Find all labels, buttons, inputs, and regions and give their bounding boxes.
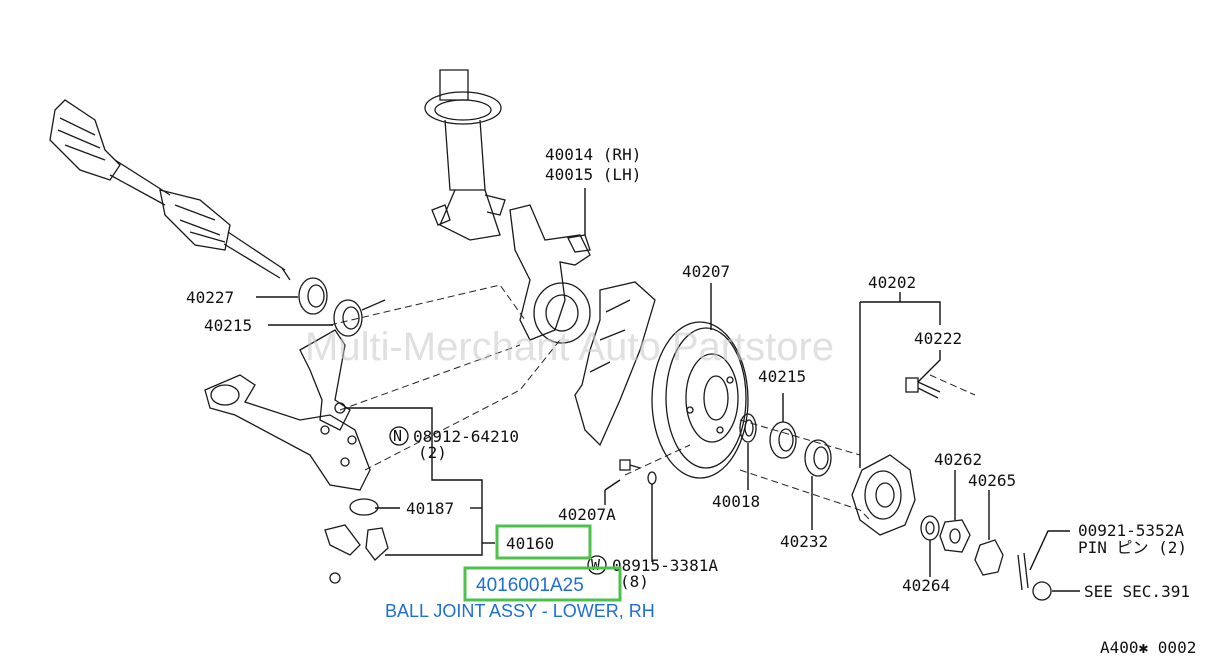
label-08912[interactable]: 08912-64210 — [413, 427, 519, 446]
sheet-code: A400✱ 0002 — [1100, 638, 1196, 657]
circled-w: W — [587, 555, 607, 575]
bearing-40215-outer — [769, 421, 797, 459]
label-40018[interactable]: 40018 — [712, 492, 760, 511]
cap-40265 — [974, 539, 1004, 576]
label-40015[interactable]: 40015 (LH) — [545, 165, 641, 184]
label-40227[interactable]: 40227 — [186, 288, 234, 307]
label-40160[interactable]: 40160 — [506, 534, 554, 553]
steering-knuckle — [509, 204, 591, 344]
bushing-sec391 — [1032, 581, 1052, 601]
wheel-hub — [851, 454, 916, 536]
label-08915[interactable]: 08915-3381A — [612, 556, 718, 575]
hub-bolt — [905, 377, 941, 399]
label-40187[interactable]: 40187 — [406, 499, 454, 518]
drive-shaft — [49, 99, 291, 281]
label-00921[interactable]: 00921-5352A — [1078, 521, 1184, 540]
splash-shield — [574, 281, 656, 447]
cotter-pin — [1017, 552, 1029, 591]
assembly-dashed-lines — [329, 284, 976, 521]
ball-joint-parts — [324, 402, 389, 584]
label-40207a[interactable]: 40207A — [558, 505, 616, 524]
watermark: Multi-Merchant Auto Partstore — [305, 325, 834, 369]
circled-w-letter: W — [591, 556, 601, 574]
label-pin: PIN ピン (2) — [1078, 538, 1187, 557]
part-caption: BALL JOINT ASSY - LOWER, RH — [385, 601, 655, 621]
label-40014[interactable]: 40014 (RH) — [545, 145, 641, 164]
seal-40018 — [739, 413, 757, 443]
lower-control-arm — [204, 329, 371, 491]
label-40215-inner[interactable]: 40215 — [204, 316, 252, 335]
label-40215-outer[interactable]: 40215 — [758, 367, 806, 386]
label-08915-qty: (8) — [620, 572, 649, 591]
label-40232[interactable]: 40232 — [780, 532, 828, 551]
highlight-part-number[interactable]: 4016001A25 — [463, 566, 622, 602]
bearing-40227 — [298, 277, 328, 315]
nut-40262 — [939, 519, 971, 553]
label-40222[interactable]: 40222 — [914, 329, 962, 348]
highlight-40160[interactable] — [495, 524, 592, 560]
washer-40264 — [920, 515, 940, 541]
label-40207[interactable]: 40207 — [682, 262, 730, 281]
part-labels: 40014 (RH) 40015 (LH) 40227 40215 40207 … — [186, 145, 1196, 657]
label-08912-qty: (2) — [418, 443, 447, 462]
label-40264[interactable]: 40264 — [902, 576, 950, 595]
strut-assembly — [424, 69, 506, 241]
disc-rotor — [651, 321, 749, 479]
label-see-sec-391[interactable]: SEE SEC.391 — [1084, 582, 1190, 601]
bearing-40215-inner — [333, 299, 386, 337]
circled-n-letter: N — [393, 427, 402, 445]
highlight-part-number-text[interactable]: 4016001A25 — [476, 575, 584, 596]
label-40262[interactable]: 40262 — [934, 450, 982, 469]
label-40202[interactable]: 40202 — [868, 273, 916, 292]
label-40265[interactable]: 40265 — [968, 471, 1016, 490]
leader-lines — [256, 188, 1080, 592]
bearing-40232 — [804, 439, 832, 477]
circled-n: N — [389, 426, 409, 446]
